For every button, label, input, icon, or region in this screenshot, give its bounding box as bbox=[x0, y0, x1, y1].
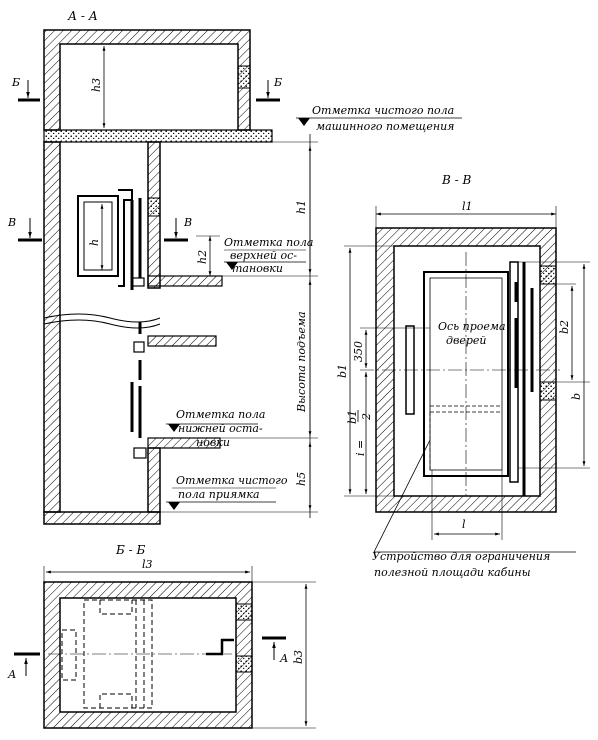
svg-text:h: h bbox=[88, 239, 101, 246]
plan-vent-bottom bbox=[539, 381, 557, 401]
svg-text:полезной площади кабины: полезной площади кабины bbox=[374, 566, 531, 579]
svg-text:В: В bbox=[183, 216, 192, 229]
section-aa: А - А bbox=[7, 9, 462, 525]
machine-room-vent bbox=[237, 65, 251, 89]
note-lower-stop-floor: Отметка пола нижней оста- новки bbox=[166, 408, 265, 449]
mr-plan-vent-bottom bbox=[235, 655, 253, 673]
cut-mark-v-right: В bbox=[164, 216, 192, 242]
note-limiter: Устройство для ограничения полезной площ… bbox=[372, 439, 576, 579]
section-aa-title: А - А bbox=[67, 9, 98, 23]
shaft-left-wall bbox=[43, 141, 61, 513]
dim-b: b bbox=[518, 261, 590, 469]
dim-l1: l1 bbox=[375, 200, 557, 228]
svg-text:А: А bbox=[279, 652, 288, 665]
svg-text:b: b bbox=[570, 393, 583, 400]
note-pit-floor: Отметка чистого пола приямка bbox=[166, 474, 288, 510]
dim-b2: b2 bbox=[540, 283, 590, 383]
svg-text:b3: b3 bbox=[292, 650, 305, 664]
svg-text:i =: i = bbox=[354, 440, 367, 456]
pit-floor bbox=[43, 511, 161, 525]
svg-text:Б: Б bbox=[11, 76, 20, 89]
dim-chain-right: h1 Высота подъема h5 bbox=[160, 134, 318, 518]
svg-text:b1: b1 bbox=[336, 364, 349, 378]
svg-text:Б: Б bbox=[273, 76, 282, 89]
svg-text:2: 2 bbox=[360, 413, 373, 421]
cabin bbox=[77, 189, 145, 290]
dim-l: l bbox=[431, 470, 503, 540]
section-bb: Б - Б l3 b3 bbox=[7, 543, 316, 729]
cabin-plan bbox=[405, 261, 534, 496]
machine-room bbox=[43, 29, 273, 143]
svg-text:В: В bbox=[7, 216, 16, 229]
note-door-axis: Ось проема дверей bbox=[438, 320, 506, 347]
section-bb-title: Б - Б bbox=[115, 543, 146, 557]
svg-text:l: l bbox=[462, 518, 466, 531]
pit-right-wall bbox=[147, 447, 161, 513]
svg-text:l1: l1 bbox=[462, 200, 473, 213]
dim-h3: h3 bbox=[90, 46, 106, 128]
dim-i: i = b1 2 bbox=[346, 372, 373, 494]
cut-mark-a-left: А bbox=[7, 652, 40, 681]
section-vv-title: В - В bbox=[441, 173, 472, 187]
machine-room-floor-slab bbox=[43, 129, 273, 143]
mr-plan-vent-top bbox=[235, 603, 253, 621]
landing-doors-lower bbox=[130, 322, 147, 459]
svg-text:Отметка чистого пола: Отметка чистого пола bbox=[312, 104, 454, 117]
cut-mark-b-left: Б bbox=[11, 76, 40, 102]
upper-landing-slab bbox=[147, 275, 223, 287]
svg-text:тановки: тановки bbox=[232, 262, 283, 275]
svg-text:Отметка пола: Отметка пола bbox=[224, 236, 313, 249]
svg-text:Отметка чистого: Отметка чистого bbox=[176, 474, 288, 487]
section-vv: В - В l1 bbox=[336, 173, 590, 579]
svg-text:Устройство для ограничения: Устройство для ограничения bbox=[372, 550, 550, 563]
svg-text:верхней ос-: верхней ос- bbox=[230, 249, 297, 262]
cut-mark-b-right: Б bbox=[256, 76, 282, 102]
svg-text:машинного помещения: машинного помещения bbox=[316, 120, 454, 133]
dim-b3: b3 bbox=[252, 581, 316, 729]
svg-text:пола приямка: пола приямка bbox=[178, 488, 260, 501]
middle-landing-slab bbox=[147, 335, 217, 347]
svg-text:Ось проема: Ось проема bbox=[438, 320, 506, 333]
svg-text:h2: h2 bbox=[196, 250, 209, 264]
cut-mark-v-left: В bbox=[7, 216, 42, 242]
svg-text:350: 350 bbox=[352, 341, 365, 362]
svg-text:h3: h3 bbox=[90, 78, 103, 92]
dim-b1: b1 bbox=[336, 245, 394, 497]
svg-text:новки: новки bbox=[196, 436, 230, 449]
shaft-plan-walls bbox=[375, 227, 557, 513]
note-upper-stop-floor: Отметка пола верхней ос- тановки bbox=[224, 236, 313, 275]
svg-text:b1: b1 bbox=[346, 410, 359, 424]
svg-text:Отметка пола: Отметка пола bbox=[176, 408, 265, 421]
cut-mark-a-right: А bbox=[262, 636, 288, 665]
dim-l3: l3 bbox=[43, 558, 253, 582]
shaft-vent bbox=[147, 197, 161, 217]
dim-350: 350 bbox=[352, 330, 368, 368]
note-machine-room-floor: Отметка чистого пола машинного помещения bbox=[296, 104, 462, 133]
svg-text:нижней оста-: нижней оста- bbox=[178, 422, 263, 435]
dim-h5-label: h5 bbox=[295, 472, 308, 486]
svg-text:l3: l3 bbox=[142, 558, 153, 571]
travel-height-label: Высота подъема bbox=[295, 311, 308, 413]
dim-h2: h2 bbox=[196, 235, 220, 276]
svg-text:дверей: дверей bbox=[446, 334, 487, 347]
plan-vent-top bbox=[539, 265, 557, 285]
svg-text:А: А bbox=[7, 668, 16, 681]
svg-text:b2: b2 bbox=[558, 320, 571, 334]
dim-h1-label: h1 bbox=[295, 200, 308, 214]
dim-h: h bbox=[88, 204, 104, 270]
lower-landing-slab bbox=[147, 437, 221, 449]
